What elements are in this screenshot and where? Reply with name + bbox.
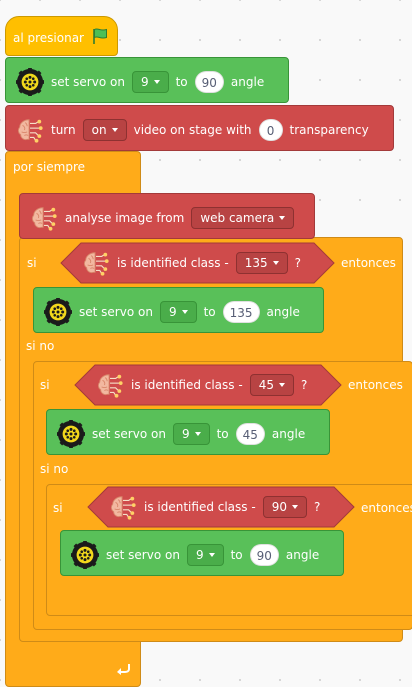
caret-down-icon	[153, 80, 160, 84]
servo-gear-icon	[16, 68, 44, 96]
else-row: si no	[34, 458, 412, 482]
servo-gear-icon	[57, 420, 85, 448]
servo-pin-dropdown[interactable]: 9	[159, 301, 197, 323]
video-mode-dropdown[interactable]: on	[82, 119, 127, 141]
if-label: si	[40, 378, 50, 392]
caret-down-icon	[208, 553, 215, 557]
servo-pin-value: 9	[181, 427, 190, 441]
then-label: entonces	[341, 256, 396, 270]
class-value: 90	[271, 500, 287, 514]
caret-down-icon	[181, 310, 188, 314]
condition-label: is identified class -	[117, 256, 229, 270]
servo-pin-dropdown[interactable]: 9	[186, 544, 224, 566]
transparency-label: transparency	[289, 123, 369, 137]
to-label: to	[216, 427, 229, 441]
caret-down-icon	[291, 505, 298, 509]
angle-input[interactable]: 135	[222, 301, 260, 323]
identified-class-condition[interactable]: is identified class - 135 ?	[60, 242, 335, 284]
angle-label: angle	[230, 75, 265, 89]
then-label: entonces	[361, 501, 412, 515]
set-servo-block[interactable]: set servo on 9 to 45 angle	[46, 409, 330, 455]
angle-input[interactable]: 90	[194, 71, 224, 93]
identified-class-condition[interactable]: is identified class - 45 ?	[74, 364, 342, 406]
ai-brain-icon	[96, 371, 124, 399]
ai-brain-icon	[109, 493, 137, 521]
video-middle-label: video on stage with	[133, 123, 252, 137]
servo-gear-icon	[71, 541, 99, 569]
image-source-dropdown[interactable]: web camera	[191, 207, 295, 229]
loop-arrow-icon	[116, 661, 132, 678]
servo-gear-icon	[44, 298, 72, 326]
class-value: 135	[244, 256, 268, 270]
question-mark: ?	[300, 378, 308, 392]
analyse-label: analyse image from	[65, 211, 185, 225]
set-servo-block[interactable]: set servo on 9 to 90 angle	[60, 530, 344, 576]
angle-input[interactable]: 90	[249, 544, 279, 566]
caret-down-icon	[272, 261, 279, 265]
servo-pin-value: 9	[140, 75, 149, 89]
else-row: si no	[20, 334, 404, 358]
set-servo-block[interactable]: set servo on 9 to 135 angle	[33, 287, 324, 333]
ai-brain-icon	[82, 249, 110, 277]
set-servo-block[interactable]: set servo on 9 to 90 angle	[5, 57, 289, 103]
servo-pin-value: 9	[168, 305, 177, 319]
if-label: si	[53, 501, 63, 515]
servo-pin-dropdown[interactable]: 9	[172, 423, 210, 445]
caret-down-icon	[278, 383, 285, 387]
when-flag-clicked-block[interactable]: al presionar	[5, 16, 118, 56]
ai-brain-icon	[16, 116, 44, 144]
caret-down-icon	[111, 128, 118, 132]
if-label: si	[27, 256, 37, 270]
caret-down-icon	[279, 216, 286, 220]
to-label: to	[175, 75, 188, 89]
angle-label: angle	[285, 548, 320, 562]
servo-pin-value: 9	[195, 548, 204, 562]
ai-brain-icon	[30, 204, 58, 232]
servo-prefix: set servo on	[92, 427, 166, 441]
else-label: si no	[40, 462, 69, 476]
class-value: 45	[258, 378, 274, 392]
servo-prefix: set servo on	[79, 305, 153, 319]
class-dropdown[interactable]: 90	[262, 496, 307, 518]
identified-class-condition[interactable]: is identified class - 90 ?	[87, 486, 355, 528]
servo-pin-dropdown[interactable]: 9	[131, 71, 169, 93]
servo-prefix: set servo on	[106, 548, 180, 562]
analyse-image-block[interactable]: analyse image from web camera	[19, 193, 315, 239]
green-flag-icon	[91, 27, 109, 48]
turn-label: turn	[51, 123, 76, 137]
video-mode-value: on	[91, 123, 107, 137]
caret-down-icon	[194, 432, 201, 436]
to-label: to	[203, 305, 216, 319]
hat-label: al presionar	[13, 30, 84, 45]
condition-label: is identified class -	[144, 500, 256, 514]
question-mark: ?	[313, 500, 321, 514]
class-dropdown[interactable]: 135	[235, 252, 288, 274]
transparency-input[interactable]: 0	[258, 119, 283, 141]
else-label: si no	[26, 339, 55, 353]
class-dropdown[interactable]: 45	[249, 374, 294, 396]
angle-label: angle	[266, 305, 300, 319]
condition-label: is identified class -	[131, 378, 243, 392]
question-mark: ?	[294, 256, 301, 270]
then-label: entonces	[348, 378, 403, 392]
image-source-value: web camera	[200, 211, 275, 225]
servo-prefix: set servo on	[51, 75, 125, 89]
video-on-stage-block[interactable]: turn on video on stage with 0 transparen…	[5, 105, 394, 151]
to-label: to	[230, 548, 243, 562]
angle-label: angle	[271, 427, 306, 441]
angle-input[interactable]: 45	[235, 423, 265, 445]
forever-label: por siempre	[13, 160, 86, 174]
